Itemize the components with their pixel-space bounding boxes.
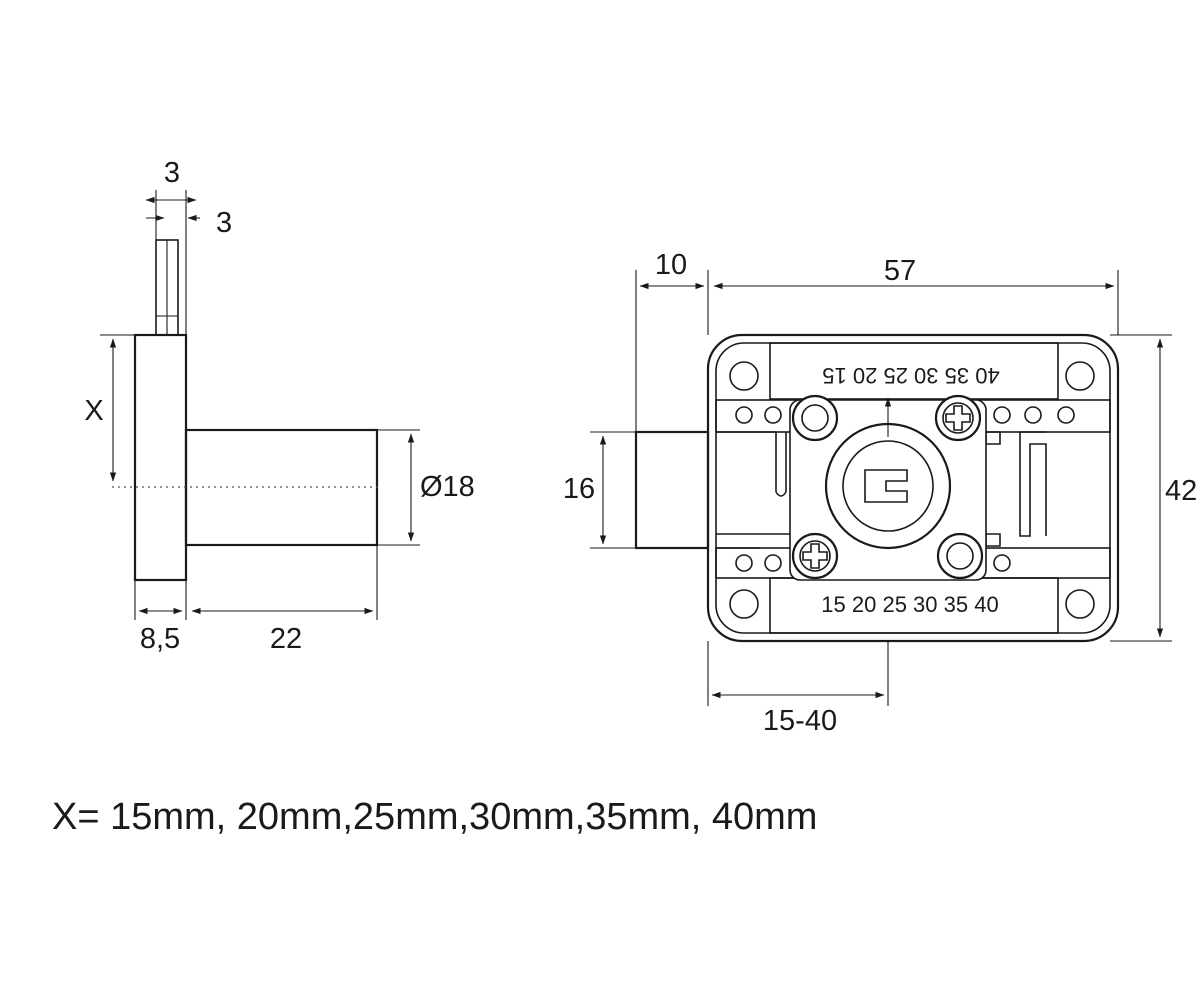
side-view: 3 3 X Ø18 8,5 22 <box>84 157 475 655</box>
bolt <box>634 430 710 550</box>
screw-bl <box>791 532 839 580</box>
lock-housing <box>706 333 1120 643</box>
size-options-note: X= 15mm, 20mm,25mm,30mm,35mm, 40mm <box>52 796 818 838</box>
dim-key-top-label: 3 <box>164 157 180 189</box>
dim-backset-label: 15-40 <box>763 705 837 737</box>
mount-hole-tr <box>1065 361 1095 391</box>
dim-offset-label: 10 <box>655 249 687 281</box>
front-view: 40 35 30 25 20 15 15 20 25 30 35 40 10 5… <box>563 249 1197 737</box>
flange <box>133 333 188 582</box>
dim-key-side-label: 3 <box>216 207 232 239</box>
boss-br <box>936 532 984 580</box>
dim-height-label: 42 <box>1165 475 1197 507</box>
dim-cylinder-length-label: 22 <box>270 623 302 655</box>
mount-hole-bl <box>729 589 759 619</box>
keyway <box>864 469 908 503</box>
screw-tr <box>934 394 982 442</box>
dim-width-label: 57 <box>884 255 916 287</box>
dim-diameter-label: Ø18 <box>420 471 475 503</box>
scale-top: 40 35 30 25 20 15 <box>822 363 999 388</box>
scale-bottom: 15 20 25 30 35 40 <box>821 592 998 617</box>
mount-hole-tl <box>729 361 759 391</box>
boss-tl <box>791 394 839 442</box>
dim-flange-label: 8,5 <box>140 623 180 655</box>
dim-bolt-height-label: 16 <box>563 473 595 505</box>
mount-hole-br <box>1065 589 1095 619</box>
dim-x-label: X <box>84 395 103 427</box>
